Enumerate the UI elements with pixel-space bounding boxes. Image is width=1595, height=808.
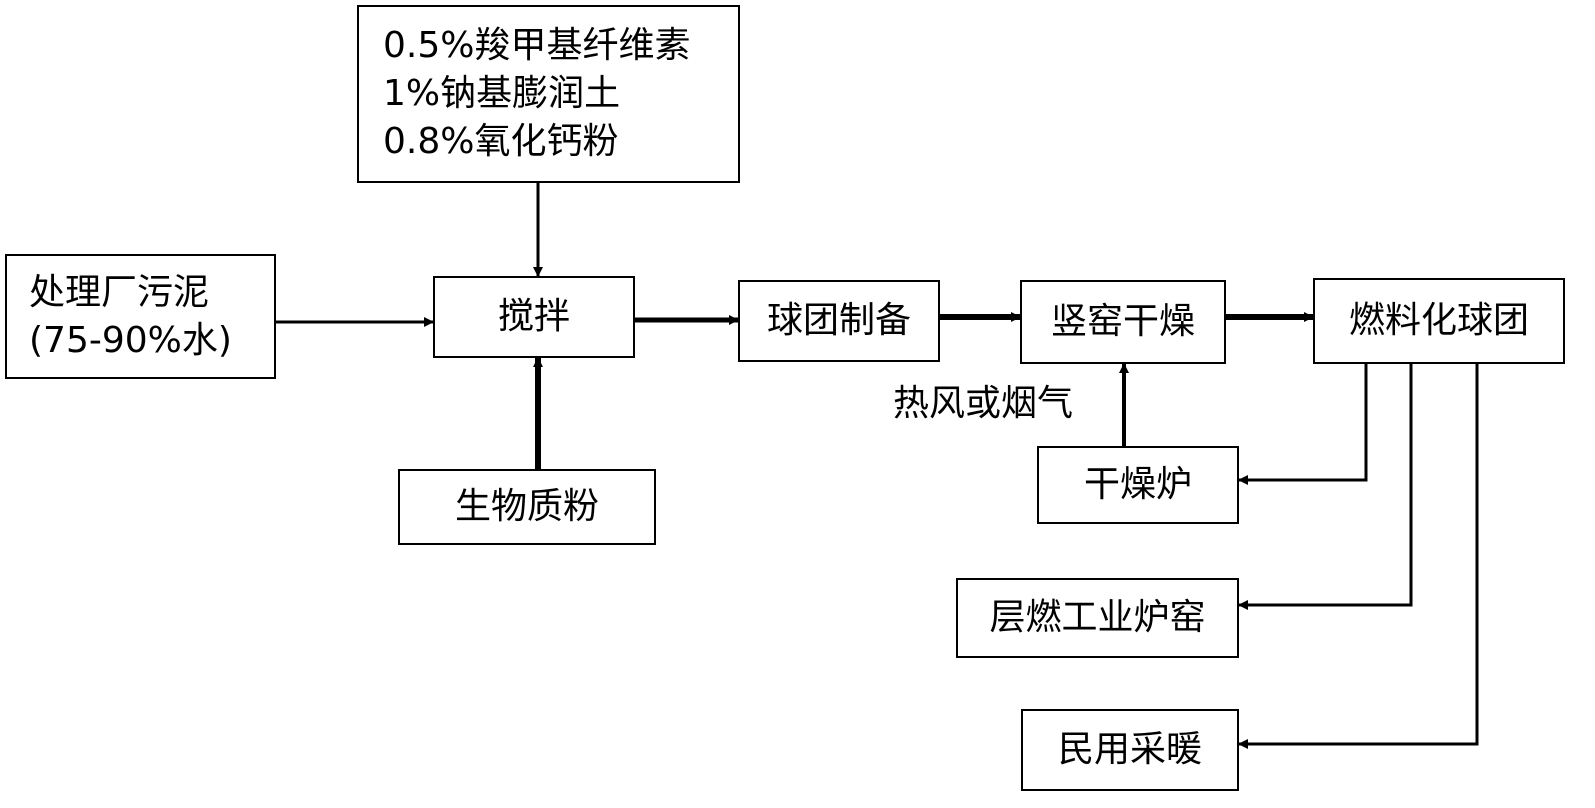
- fuel-pellets-label: 燃料化球团: [1348, 300, 1529, 342]
- hot-air-label: 热风或烟气: [893, 383, 1074, 424]
- sludge-box: 处理厂污泥 (75-90%水): [5, 254, 276, 379]
- pellet-prep-box: 球团制备: [738, 280, 940, 362]
- shaft-kiln-drying-box: 竖窑干燥: [1020, 280, 1226, 364]
- pellet-prep-label: 球团制备: [766, 300, 911, 342]
- biomass-powder-box: 生物质粉: [398, 469, 656, 545]
- additive-cmc: 0.5%羧甲基纤维素: [383, 25, 691, 66]
- additive-calcium-oxide: 0.8%氧化钙粉: [383, 121, 619, 162]
- arrow-fuel-to-dryer: [1238, 364, 1368, 485]
- dryer-label: 干燥炉: [1083, 464, 1192, 506]
- civil-heating-box: 民用采暖: [1021, 709, 1239, 791]
- arrow-fuel-to-civil-heating: [1238, 364, 1479, 749]
- additives-box: 0.5%羧甲基纤维素 1%钠基膨润土 0.8%氧化钙粉: [357, 5, 740, 183]
- sludge-water-content: (75-90%水): [29, 319, 232, 361]
- mixing-label: 搅拌: [497, 296, 570, 338]
- additive-bentonite: 1%钠基膨润土: [383, 73, 621, 114]
- fuel-pellets-box: 燃料化球团: [1313, 278, 1565, 364]
- layer-burning-kiln-label: 层燃工业炉窑: [989, 597, 1206, 639]
- sludge-label: 处理厂污泥: [29, 271, 210, 313]
- arrow-fuel-to-layer-burning-kiln: [1238, 364, 1413, 610]
- biomass-powder-label: 生物质粉: [454, 486, 599, 528]
- layer-burning-kiln-box: 层燃工业炉窑: [956, 578, 1239, 658]
- dryer-box: 干燥炉: [1037, 446, 1239, 524]
- shaft-kiln-drying-label: 竖窑干燥: [1050, 301, 1195, 343]
- mixing-box: 搅拌: [433, 276, 635, 358]
- civil-heating-label: 民用采暖: [1057, 729, 1202, 771]
